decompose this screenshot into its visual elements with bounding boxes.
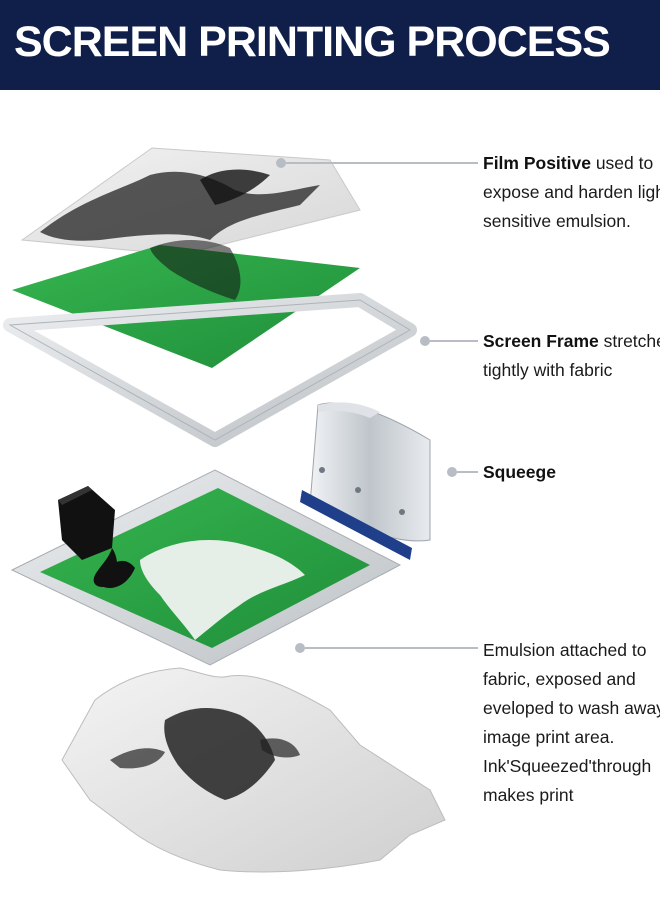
label-text: sensitive emulsion. xyxy=(483,211,631,231)
label-text: Ink'Squeezed'through xyxy=(483,756,652,776)
t-shirt-icon xyxy=(61,667,446,873)
film-positive-icon xyxy=(20,147,361,256)
label-bold: Screen Frame xyxy=(483,331,599,351)
squeegee-icon xyxy=(300,402,431,560)
label-text: used to xyxy=(590,153,654,173)
label-text: stretched xyxy=(603,331,660,351)
label-text: expose and harden light xyxy=(483,182,660,202)
label-text: Emulsion attached to xyxy=(483,640,647,660)
label-text: makes print xyxy=(483,785,574,805)
connector-lines xyxy=(276,158,478,653)
process-diagram: Film Positive used to expose and harden … xyxy=(0,90,660,900)
label-text: image print area. xyxy=(483,727,615,747)
header-bar: SCREEN PRINTING PROCESS xyxy=(0,0,660,90)
label-text: tightly with fabric xyxy=(483,360,613,380)
ink-bottle-icon xyxy=(58,486,118,587)
page-title: SCREEN PRINTING PROCESS xyxy=(14,18,611,66)
label-film-positive: Film Positive used to expose and harden … xyxy=(483,149,660,236)
label-emulsion: Emulsion attached to fabric, exposed and… xyxy=(483,636,660,810)
label-screen-frame: Screen Frame stretched tightly with fabr… xyxy=(483,327,660,385)
print-screen-icon xyxy=(10,469,402,666)
label-squeegee: Squeege xyxy=(483,458,653,487)
screen-frame-icon xyxy=(3,293,417,447)
label-text: fabric, exposed and xyxy=(483,669,636,689)
label-bold: Squeege xyxy=(483,462,556,482)
label-bold: Film Positive xyxy=(483,153,591,173)
label-text: eveloped to wash away xyxy=(483,698,660,718)
diagram-illustration xyxy=(3,147,478,873)
